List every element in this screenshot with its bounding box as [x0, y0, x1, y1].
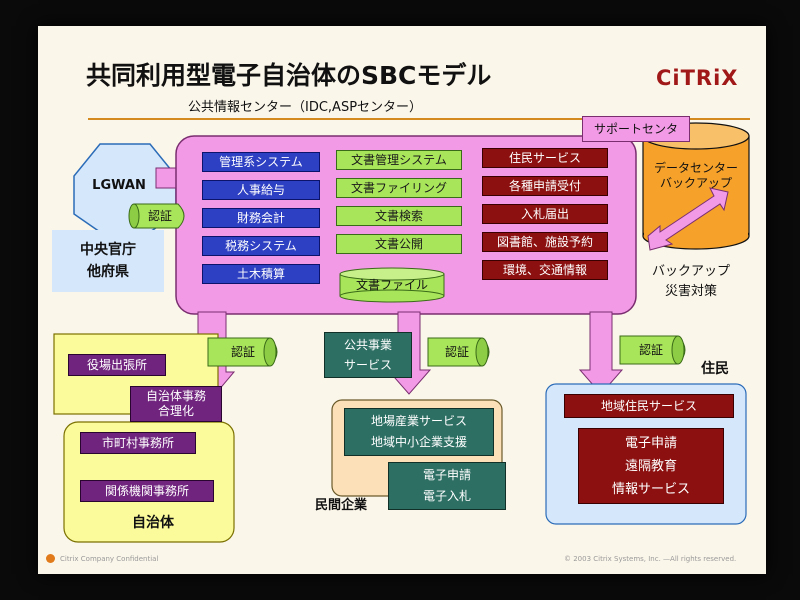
- backup-arrow: [647, 187, 729, 251]
- resident-online-services-box: 電子申請 遠隔教育 情報サービス: [578, 428, 724, 504]
- admin-system-item: 人事給与: [202, 180, 320, 200]
- citrix-logo: CiTRiX: [656, 66, 739, 90]
- document-system-item: 文書管理システム: [336, 150, 462, 170]
- document-file-label: 文書ファイル: [355, 277, 428, 292]
- auth-label-residents: 認証: [638, 342, 663, 357]
- resident-service-item: 住民サービス: [482, 148, 608, 168]
- admin-system-item: 税務システム: [202, 236, 320, 256]
- municipality-item: 関係機関事務所: [80, 480, 214, 502]
- resident-service-item: 環境、交通情報: [482, 260, 608, 280]
- document-system-item: 文書公開: [336, 234, 462, 254]
- admin-system-item: 財務会計: [202, 208, 320, 228]
- resident-service-item: 各種申請受付: [482, 176, 608, 196]
- gov-backdrop: [52, 230, 164, 292]
- document-file-cylinder: [339, 267, 445, 303]
- admin-system-item: 管理系システム: [202, 152, 320, 172]
- auth-label-left: 認証: [147, 208, 172, 223]
- e-services-box: 電子申請 電子入札: [388, 462, 506, 510]
- regional-resident-service-box: 地域住民サービス: [564, 394, 734, 418]
- resident-service-item: 入札届出: [482, 204, 608, 224]
- arrow-residents: [578, 311, 624, 395]
- municipality-item: 市町村事務所: [80, 432, 196, 454]
- admin-system-item: 土木積算: [202, 264, 320, 284]
- residents-label: 住民: [701, 360, 729, 377]
- resident-service-item: 図書館、施設予約: [482, 232, 608, 252]
- auth-label-municipality: 認証: [230, 344, 255, 359]
- title-underline: [88, 118, 750, 120]
- slide-subtitle: 公共情報センター（IDC,ASPセンター）: [188, 100, 423, 115]
- document-system-item: 文書検索: [336, 206, 462, 226]
- lgwan-label: LGWAN: [92, 177, 146, 193]
- auth-tag-left: [128, 203, 185, 229]
- municipality-item: 自治体事務 合理化: [130, 386, 222, 422]
- slide-title: 共同利用型電子自治体のSBCモデル: [86, 61, 492, 90]
- auth-label-private: 認証: [444, 344, 469, 359]
- footer-copyright: © 2003 Citrix Systems, Inc. —All rights …: [564, 555, 737, 563]
- auth-tag-private: [427, 337, 490, 367]
- municipality-label: 自治体: [132, 514, 174, 531]
- datacenter-label: データセンター バックアップ: [653, 161, 738, 190]
- regional-industry-box: 地場産業サービス 地域中小企業支援: [344, 408, 494, 456]
- document-system-item: 文書ファイリング: [336, 178, 462, 198]
- public-service-box: 公共事業 サービス: [324, 332, 412, 378]
- private-company-label: 民間企業: [314, 497, 367, 513]
- slide: 共同利用型電子自治体のSBCモデル 公共情報センター（IDC,ASPセンター） …: [38, 26, 766, 574]
- backup-label: バックアップ 災害対策: [651, 264, 730, 299]
- footer-logo-icon: [46, 554, 55, 563]
- support-center-box: サポートセンタ: [582, 116, 690, 142]
- government-label: 中央官庁 他府県: [80, 242, 136, 280]
- auth-tag-municipality: [207, 337, 278, 367]
- auth-tag-residents: [619, 335, 686, 365]
- municipality-item: 役場出張所: [68, 354, 166, 376]
- footer-confidential: Citrix Company Confidential: [60, 555, 159, 563]
